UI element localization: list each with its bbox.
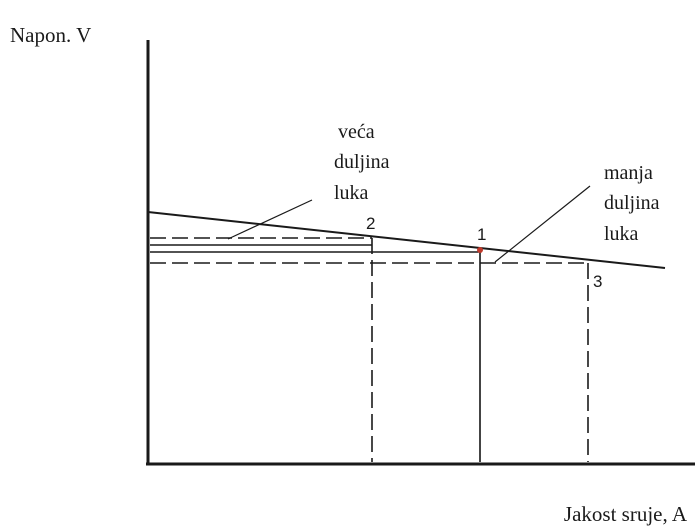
label-shorter-arc-2: duljina [604,192,660,214]
point-label-3: 3 [593,272,602,291]
point-label-1: 1 [477,225,486,244]
y-axis-label: Napon. V [10,23,91,47]
point-label-2: 2 [366,214,375,233]
operating-point-marker [477,247,483,253]
label-shorter-arc-1: manja [604,162,653,184]
label-longer-arc-3: luka [334,182,369,204]
label-longer-arc-1: veća [338,121,375,143]
leader-shorter-arc [494,185,591,263]
leader-longer-arc [227,199,313,240]
x-axis-label: Jakost sruje, A [564,502,688,526]
label-shorter-arc-3: luka [604,223,639,245]
label-longer-arc-2: duljina [334,151,390,173]
source-characteristic-line [147,211,666,269]
